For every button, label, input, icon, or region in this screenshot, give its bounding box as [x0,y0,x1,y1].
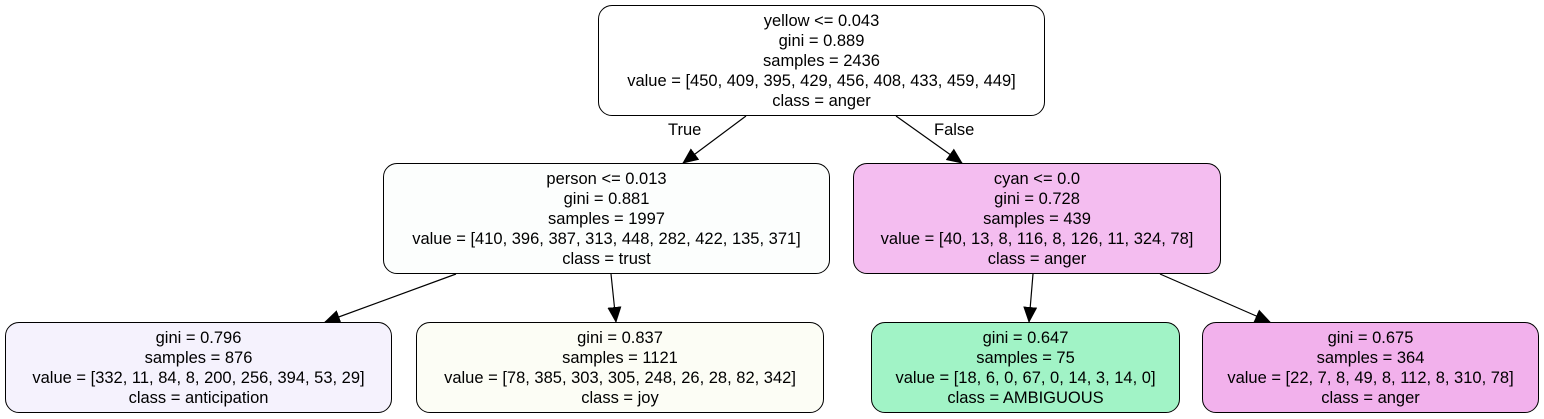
node-value: value = [22, 7, 8, 49, 8, 112, 8, 310, 7… [1227,368,1514,387]
node-class: class = AMBIGUOUS [947,388,1104,407]
node-samples: samples = 1997 [548,209,665,228]
node-value: value = [40, 13, 8, 116, 8, 126, 11, 324… [880,229,1194,248]
node-gini: gini = 0.837 [577,328,663,347]
node-split-condition: cyan <= 0.0 [993,169,1081,188]
tree-leaf-left-right: gini = 0.837 samples = 1121 value = [78,… [416,322,824,413]
edge-left-to-left-right [607,273,622,323]
node-value: value = [410, 396, 387, 313, 448, 282, 4… [412,229,801,248]
node-samples: samples = 75 [976,348,1075,367]
node-value: value = [450, 409, 395, 429, 456, 408, 4… [627,71,1016,90]
node-samples: samples = 2436 [763,51,880,70]
node-gini: gini = 0.889 [778,31,865,50]
node-samples: samples = 1121 [562,348,678,367]
node-gini: gini = 0.796 [155,328,242,347]
node-value: value = [78, 385, 303, 305, 248, 26, 28,… [444,368,796,387]
node-split-condition: person <= 0.013 [546,169,667,188]
tree-node-left: person <= 0.013 gini = 0.881 samples = 1… [383,163,830,274]
node-class: class = anger [1321,388,1420,407]
node-gini: gini = 0.728 [994,189,1080,208]
edge-label-false: False [934,121,975,139]
node-split-condition: yellow <= 0.043 [763,11,880,30]
edge-left-to-left-left [324,273,457,324]
edge-label-true: True [668,121,702,139]
edge-right-to-right-left [1023,273,1038,323]
node-value: value = [332, 11, 84, 8, 200, 256, 394, … [32,368,365,387]
tree-node-right: cyan <= 0.0 gini = 0.728 samples = 439 v… [853,163,1221,274]
node-class: class = anger [987,249,1087,268]
node-class: class = anger [772,91,871,110]
node-samples: samples = 364 [1316,348,1425,367]
node-gini: gini = 0.647 [982,328,1069,347]
node-samples: samples = 876 [144,348,253,367]
tree-leaf-right-right: gini = 0.675 samples = 364 value = [22, … [1202,322,1539,413]
tree-leaf-right-left: gini = 0.647 samples = 75 value = [18, 6… [871,322,1180,413]
node-samples: samples = 439 [983,209,1091,228]
tree-leaf-left-left: gini = 0.796 samples = 876 value = [332,… [5,322,392,413]
edge-right-to-right-right [1159,273,1271,323]
tree-node-root: yellow <= 0.043 gini = 0.889 samples = 2… [598,5,1045,116]
node-gini: gini = 0.881 [563,189,650,208]
edge-root-to-left [682,115,747,164]
node-value: value = [18, 6, 0, 67, 0, 14, 3, 14, 0] [895,368,1156,387]
node-class: class = joy [581,388,659,407]
edge-root-to-right [895,115,963,164]
node-class: class = trust [562,249,651,268]
node-class: class = anticipation [128,388,269,407]
node-gini: gini = 0.675 [1327,328,1414,347]
